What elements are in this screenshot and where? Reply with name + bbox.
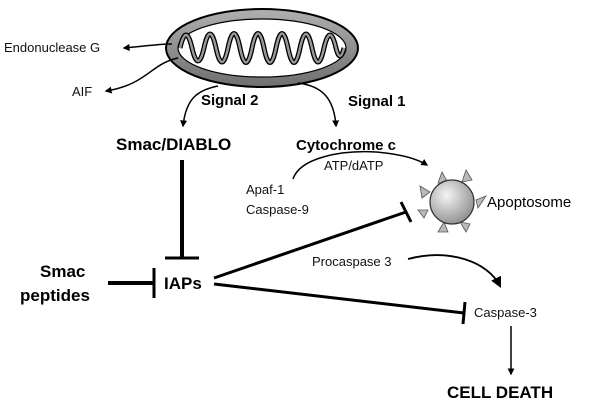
label-atp-datp: ATP/dATP	[324, 158, 383, 173]
label-smac-diablo: Smac/DIABLO	[116, 135, 231, 154]
label-cell-death: CELL DEATH	[447, 383, 553, 402]
label-caspase-9: Caspase-9	[246, 202, 309, 217]
arrow-procaspase-to-caspase-3	[407, 254, 501, 288]
label-cytochrome-c: Cytochrome c	[296, 137, 396, 154]
apoptosome-icon	[417, 169, 488, 233]
label-caspase-3: Caspase-3	[474, 305, 537, 320]
label-apaf-1: Apaf-1	[246, 182, 284, 197]
arrow-signal-1	[297, 82, 340, 128]
mitochondrion-icon	[165, 8, 359, 88]
inhibition-iaps-to-apoptosome	[213, 210, 407, 280]
inhibition-bar-apoptosome	[399, 201, 413, 223]
label-apoptosome: Apoptosome	[487, 194, 571, 211]
label-signal-1: Signal 1	[348, 93, 406, 110]
label-peptides: peptides	[20, 286, 90, 305]
arrow-to-aif	[104, 57, 179, 94]
label-procaspase-3: Procaspase 3	[312, 254, 392, 269]
arrow-signal-2	[180, 85, 219, 128]
inhibition-bar-caspase-3	[461, 301, 467, 325]
label-aif: AIF	[72, 84, 92, 99]
label-endonuclease-g: Endonuclease G	[4, 40, 100, 55]
arrow-to-endonuclease-g	[122, 43, 173, 51]
label-smac: Smac	[40, 262, 85, 281]
inhibition-iaps-to-caspase-3	[213, 282, 465, 315]
arrow-atp-datp	[292, 150, 429, 180]
label-iaps: IAPs	[164, 274, 202, 293]
label-signal-2: Signal 2	[201, 92, 259, 109]
